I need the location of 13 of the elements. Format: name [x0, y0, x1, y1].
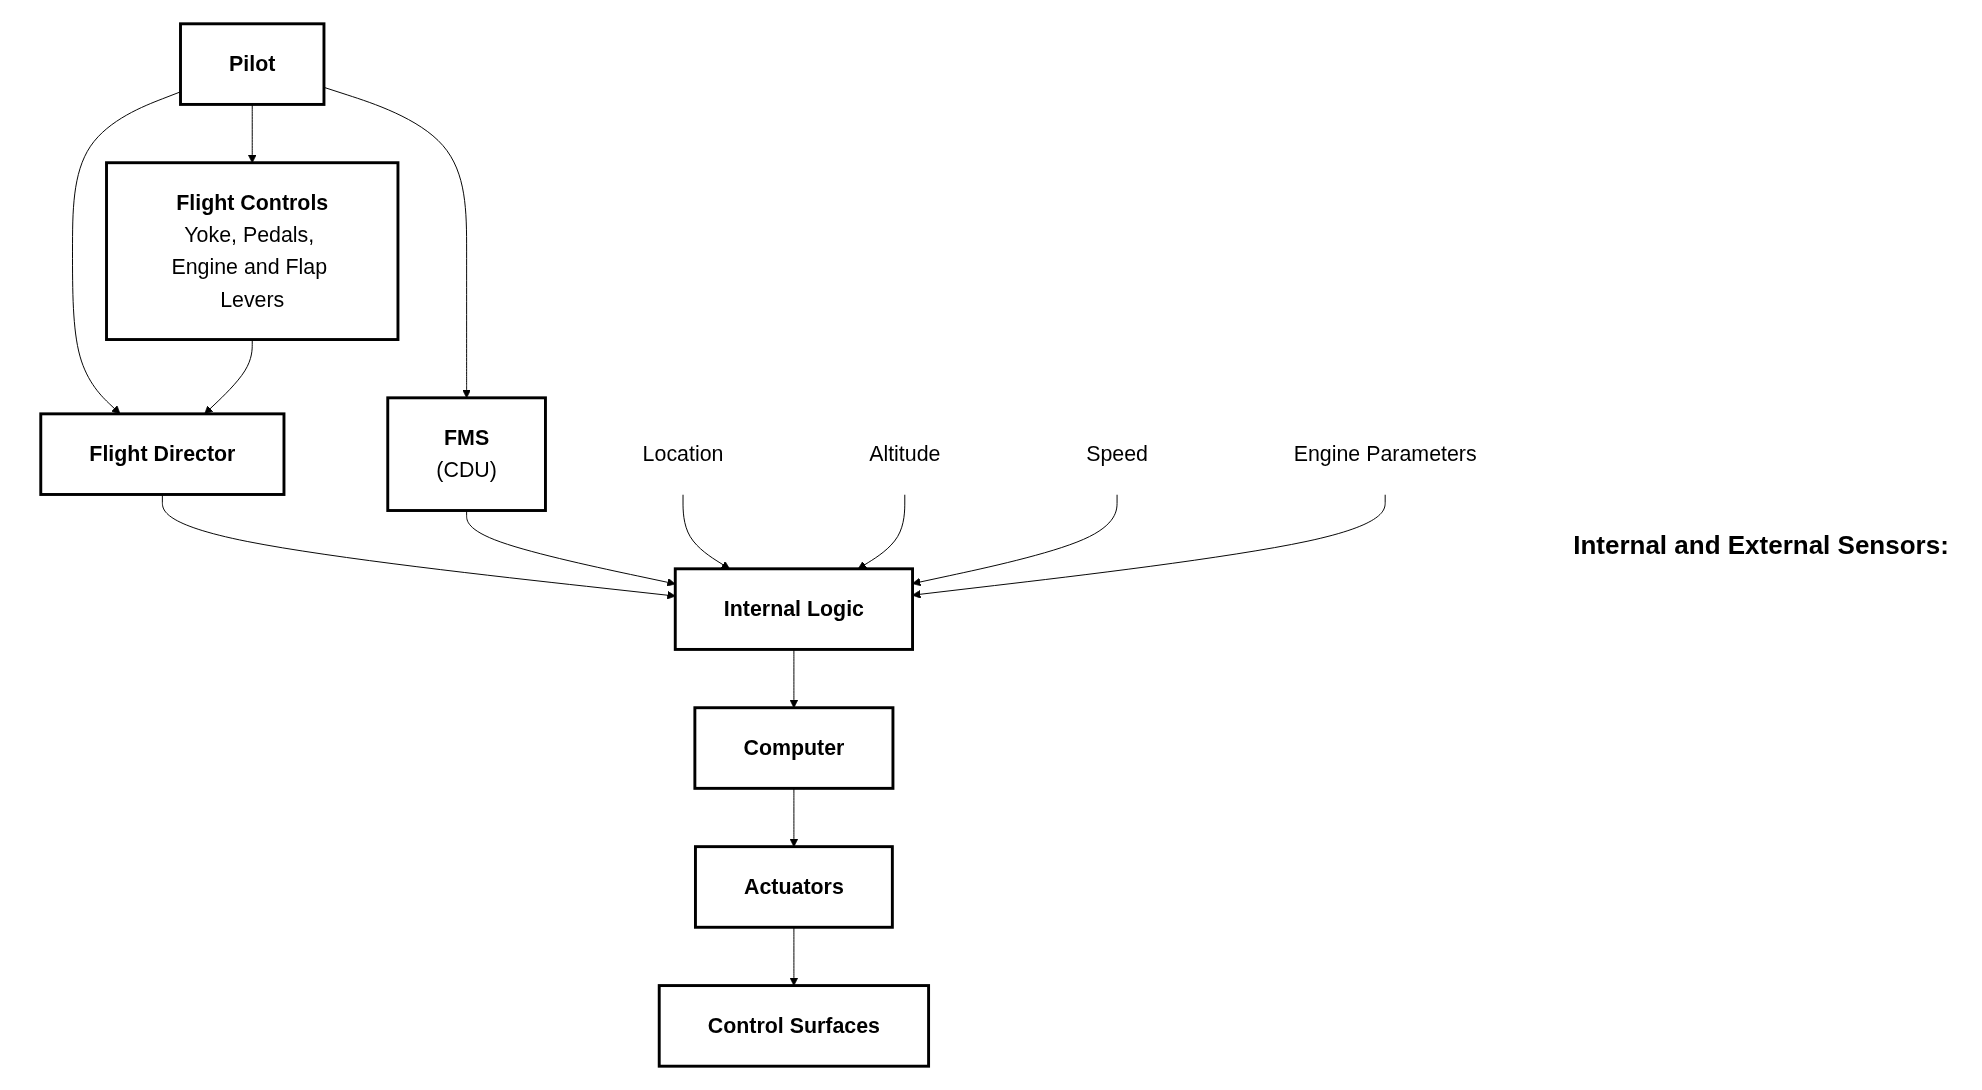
node-text: Speed	[1086, 442, 1149, 467]
node-box: FMS (CDU)	[386, 396, 548, 512]
note-text: Internal and External Sensors:	[1573, 529, 1949, 561]
node-box: Actuators	[694, 845, 894, 929]
node-box: Internal Logic	[673, 567, 915, 651]
node-box: Flight Director	[39, 412, 286, 496]
node-box: Computer	[693, 706, 895, 790]
node-box: Pilot	[179, 22, 326, 106]
node-box: Control Surfaces	[657, 984, 931, 1068]
node-box: Flight Controls Yoke, Pedals, Engine and Flap Levers	[105, 161, 400, 341]
node-text: Altitude	[869, 442, 941, 467]
node-text: Engine Parameters	[1293, 442, 1477, 467]
node-text: Location	[642, 442, 724, 467]
